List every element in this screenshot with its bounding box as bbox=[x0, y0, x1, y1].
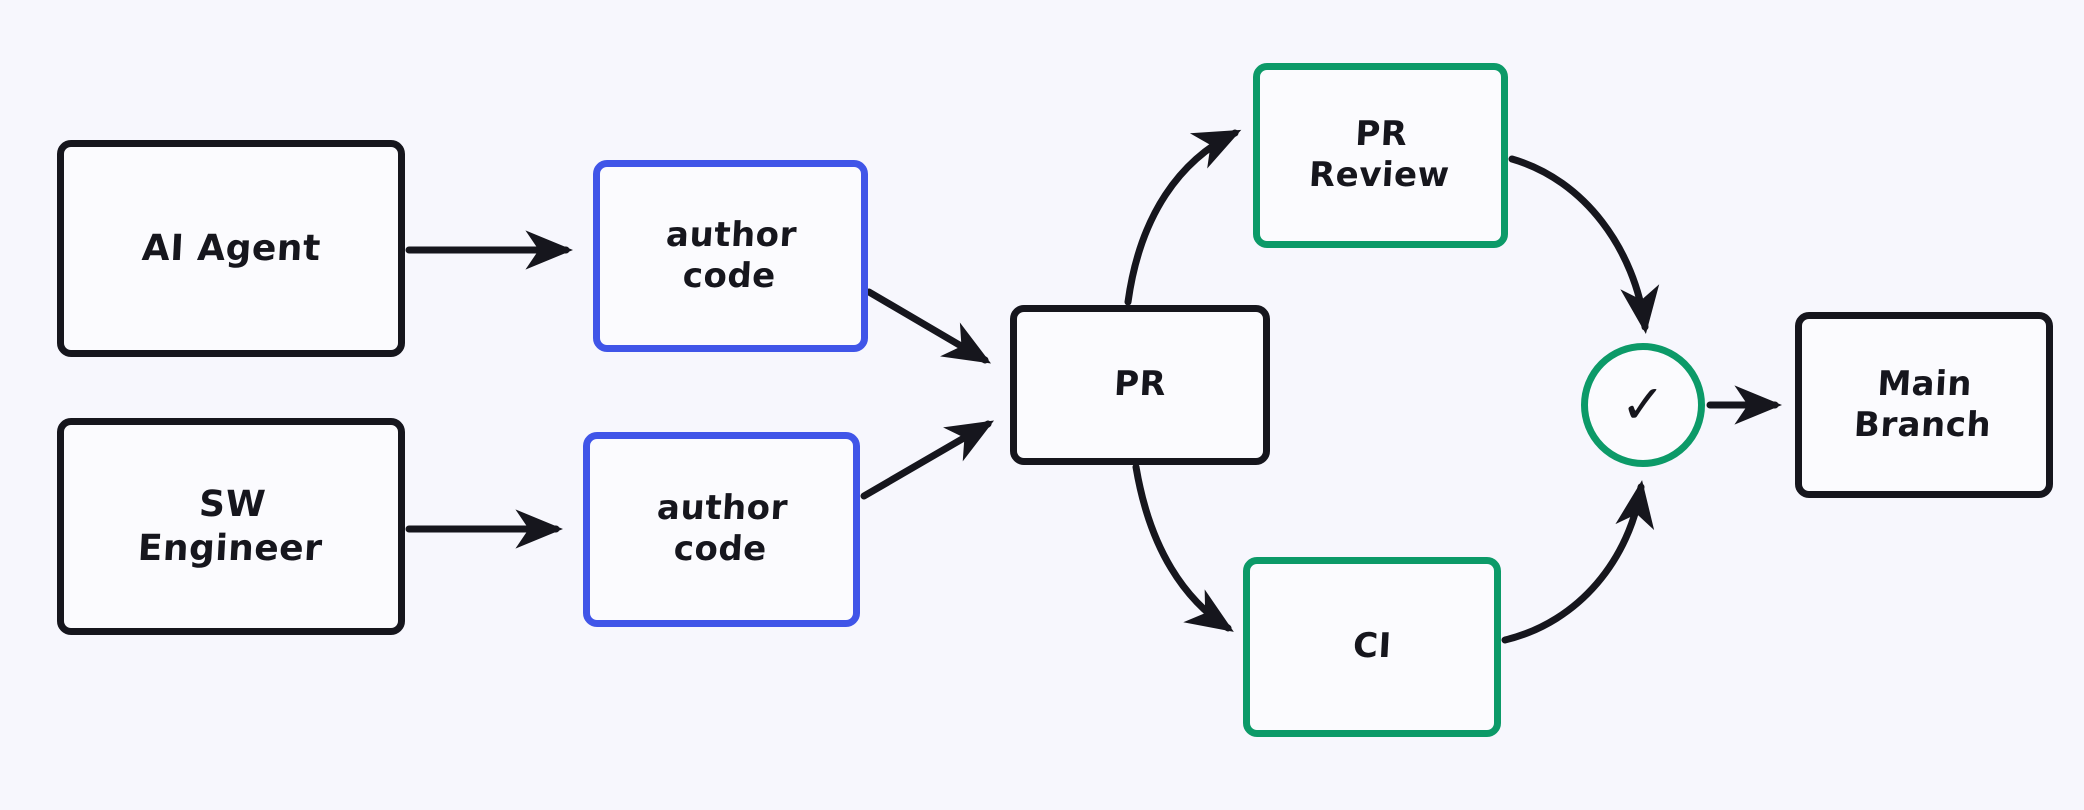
merge-check-node[interactable]: ✓ bbox=[1581, 343, 1705, 467]
node-sw-engineer-label: SW Engineer bbox=[136, 483, 324, 569]
node-pr-label: PR bbox=[1112, 364, 1168, 405]
node-author-code-lower[interactable]: author code bbox=[583, 432, 860, 627]
edge-pr-to-ci bbox=[1132, 463, 1234, 632]
check-icon: ✓ bbox=[1620, 373, 1666, 436]
node-sw-engineer[interactable]: SW Engineer bbox=[57, 418, 405, 635]
node-ai-agent[interactable]: AI Agent bbox=[57, 140, 405, 357]
edge-author-code-to-pr-upper bbox=[865, 288, 992, 364]
edge-pr-review-to-check bbox=[1508, 155, 1660, 334]
node-ai-agent-label: AI Agent bbox=[140, 227, 322, 269]
node-pr-review[interactable]: PR Review bbox=[1253, 63, 1508, 248]
node-author-code-lower-label: author code bbox=[656, 488, 790, 570]
node-main-branch[interactable]: Main Branch bbox=[1795, 312, 2053, 498]
edge-pr-to-pr-review bbox=[1124, 129, 1242, 306]
node-author-code-upper-label: author code bbox=[665, 214, 799, 296]
node-main-branch-label: Main Branch bbox=[1853, 363, 1993, 445]
edge-author-code-to-pr-lower bbox=[860, 420, 995, 500]
edge-ci-to-check bbox=[1501, 480, 1655, 644]
node-ci-label: CI bbox=[1351, 626, 1393, 667]
node-ci[interactable]: CI bbox=[1243, 557, 1501, 737]
node-pr[interactable]: PR bbox=[1010, 305, 1270, 465]
node-author-code-upper[interactable]: author code bbox=[593, 160, 868, 352]
node-pr-review-label: PR Review bbox=[1308, 114, 1451, 196]
